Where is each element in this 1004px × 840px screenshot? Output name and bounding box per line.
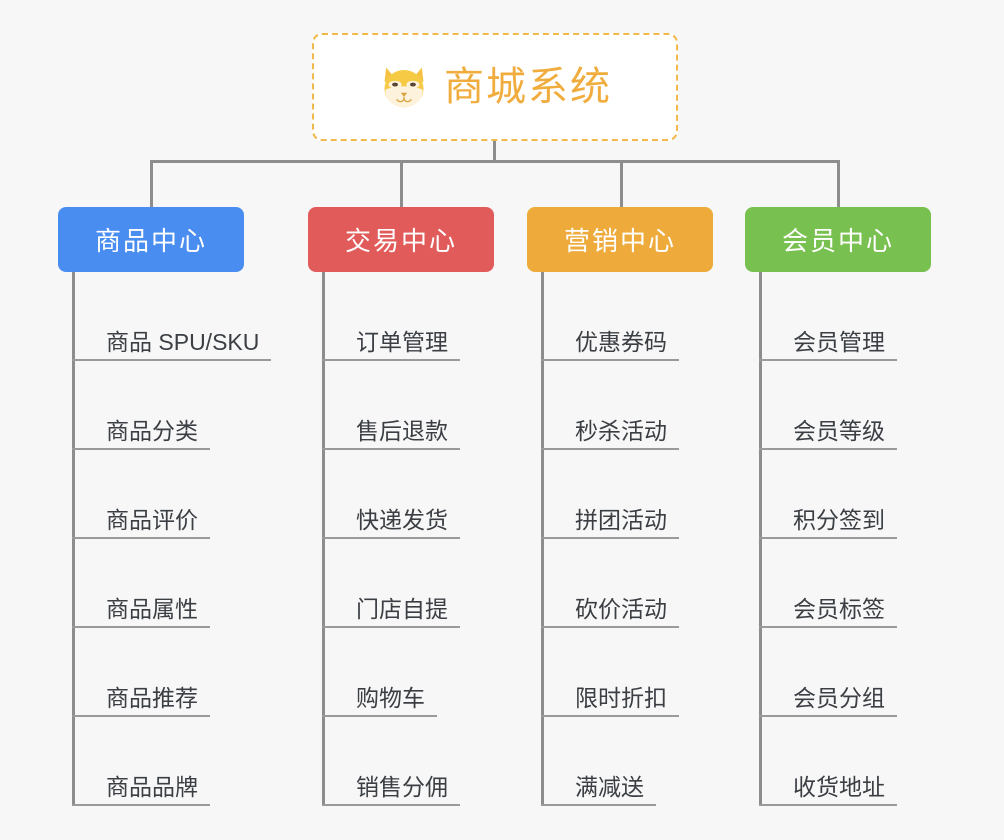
leaf-item-label: 会员管理 xyxy=(793,328,885,355)
leaf-item-underline xyxy=(759,626,897,628)
leaf-item[interactable]: 会员分组 xyxy=(759,628,1004,717)
connector-horizontal-bus xyxy=(150,160,840,163)
leaf-item-underline xyxy=(72,537,210,539)
leaf-item-underline xyxy=(322,537,460,539)
leaf-item-label: 商品评价 xyxy=(106,506,198,533)
leaf-item-label: 收货地址 xyxy=(793,773,885,800)
leaf-item-underline xyxy=(541,537,679,539)
leaf-item[interactable]: 商品属性 xyxy=(72,539,332,628)
connector-drop-3 xyxy=(620,160,623,207)
leaf-item[interactable]: 门店自提 xyxy=(322,539,582,628)
category-items-1: 商品 SPU/SKU 商品分类商品评价商品属性商品推荐商品品牌 xyxy=(72,272,332,806)
leaf-item-label: 会员标签 xyxy=(793,595,885,622)
leaf-item[interactable]: 秒杀活动 xyxy=(541,361,801,450)
leaf-item-label: 商品分类 xyxy=(106,417,198,444)
leaf-item-underline xyxy=(759,537,897,539)
leaf-item-underline xyxy=(541,626,679,628)
leaf-item-underline xyxy=(541,804,656,806)
leaf-item-label: 门店自提 xyxy=(356,595,448,622)
connector-drop-2 xyxy=(400,160,403,207)
leaf-item-underline xyxy=(541,359,679,361)
connector-root-stem xyxy=(493,141,496,163)
leaf-item-underline xyxy=(759,359,897,361)
leaf-item-label: 购物车 xyxy=(356,684,425,711)
leaf-item-label: 快递发货 xyxy=(356,506,448,533)
leaf-item-label: 限时折扣 xyxy=(575,684,667,711)
leaf-item-label: 销售分佣 xyxy=(356,773,448,800)
category-items-3: 优惠券码秒杀活动拼团活动砍价活动限时折扣满减送 xyxy=(541,272,801,806)
leaf-item-label: 订单管理 xyxy=(356,328,448,355)
leaf-item-label: 满减送 xyxy=(575,773,644,800)
leaf-item[interactable]: 积分签到 xyxy=(759,450,1004,539)
root-title: 商城系统 xyxy=(444,65,612,109)
category-spine-3 xyxy=(541,272,544,806)
category-spine-4 xyxy=(759,272,762,806)
leaf-item[interactable]: 会员标签 xyxy=(759,539,1004,628)
category-spine-1 xyxy=(72,272,75,806)
leaf-item-underline xyxy=(72,359,271,361)
root-node[interactable]: 商城系统 xyxy=(312,33,678,141)
leaf-item-underline xyxy=(322,715,437,717)
leaf-item[interactable]: 订单管理 xyxy=(322,272,582,361)
leaf-item[interactable]: 商品分类 xyxy=(72,361,332,450)
leaf-item[interactable]: 商品推荐 xyxy=(72,628,332,717)
leaf-item-label: 会员等级 xyxy=(793,417,885,444)
category-spine-2 xyxy=(322,272,325,806)
leaf-item[interactable]: 销售分佣 xyxy=(322,717,582,806)
leaf-item-underline xyxy=(759,448,897,450)
shiba-dog-face-icon xyxy=(384,67,424,108)
leaf-item[interactable]: 快递发货 xyxy=(322,450,582,539)
category-items-4: 会员管理会员等级积分签到会员标签会员分组收货地址 xyxy=(759,272,1004,806)
leaf-item[interactable]: 满减送 xyxy=(541,717,801,806)
leaf-item-underline xyxy=(322,804,460,806)
leaf-item-underline xyxy=(322,448,460,450)
leaf-item-label: 秒杀活动 xyxy=(575,417,667,444)
connector-drop-4 xyxy=(837,160,840,207)
leaf-item-label: 优惠券码 xyxy=(575,328,667,355)
category-header-2[interactable]: 交易中心 xyxy=(308,207,494,272)
leaf-item-underline xyxy=(541,715,679,717)
leaf-item-underline xyxy=(322,359,460,361)
leaf-item-underline xyxy=(72,626,210,628)
leaf-item-label: 商品推荐 xyxy=(106,684,198,711)
leaf-item-label: 积分签到 xyxy=(793,506,885,533)
leaf-item[interactable]: 收货地址 xyxy=(759,717,1004,806)
leaf-item[interactable]: 砍价活动 xyxy=(541,539,801,628)
leaf-item-label: 拼团活动 xyxy=(575,506,667,533)
category-header-3[interactable]: 营销中心 xyxy=(527,207,713,272)
leaf-item-label: 售后退款 xyxy=(356,417,448,444)
leaf-item[interactable]: 拼团活动 xyxy=(541,450,801,539)
leaf-item-underline xyxy=(72,448,210,450)
leaf-item[interactable]: 限时折扣 xyxy=(541,628,801,717)
connector-drop-1 xyxy=(150,160,153,207)
leaf-item-label: 商品 SPU/SKU xyxy=(106,328,260,355)
leaf-item[interactable]: 购物车 xyxy=(322,628,582,717)
leaf-item-underline xyxy=(759,715,897,717)
leaf-item[interactable]: 商品品牌 xyxy=(72,717,332,806)
leaf-item-underline xyxy=(541,448,679,450)
leaf-item-underline xyxy=(322,626,460,628)
leaf-item[interactable]: 会员等级 xyxy=(759,361,1004,450)
leaf-item[interactable]: 优惠券码 xyxy=(541,272,801,361)
leaf-item-label: 会员分组 xyxy=(793,684,885,711)
category-header-1[interactable]: 商品中心 xyxy=(58,207,244,272)
leaf-item-label: 商品品牌 xyxy=(106,773,198,800)
leaf-item-label: 砍价活动 xyxy=(575,595,667,622)
category-header-4[interactable]: 会员中心 xyxy=(745,207,931,272)
leaf-item[interactable]: 商品评价 xyxy=(72,450,332,539)
leaf-item[interactable]: 会员管理 xyxy=(759,272,1004,361)
leaf-item-label: 商品属性 xyxy=(106,595,198,622)
leaf-item[interactable]: 商品 SPU/SKU xyxy=(72,272,332,361)
leaf-item[interactable]: 售后退款 xyxy=(322,361,582,450)
leaf-item-underline xyxy=(72,804,210,806)
leaf-item-underline xyxy=(72,715,210,717)
leaf-item-underline xyxy=(759,804,897,806)
category-items-2: 订单管理售后退款快递发货门店自提购物车销售分佣 xyxy=(322,272,582,806)
